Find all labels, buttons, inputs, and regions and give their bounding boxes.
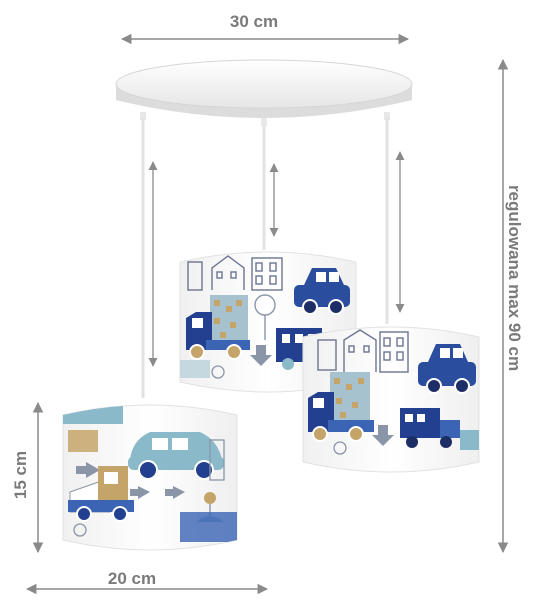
top-width-dimension: 30 cm bbox=[120, 12, 410, 45]
cable-length-arrows bbox=[148, 151, 405, 367]
bus-icon-2 bbox=[400, 408, 479, 450]
shade-height-label: 15 cm bbox=[11, 451, 30, 499]
blue-car-icon-2 bbox=[418, 344, 476, 394]
lamp-shade-right bbox=[302, 326, 480, 473]
lamp-shade-left bbox=[62, 404, 238, 551]
arrow-down-icon-2 bbox=[372, 425, 394, 446]
arrow-left-icon-3 bbox=[165, 486, 185, 499]
adjustable-height-label: regulowana max 90 cm bbox=[505, 185, 524, 371]
sign-icon bbox=[254, 294, 276, 340]
teal-beetle-car-icon bbox=[128, 432, 224, 480]
arrow-left-icon-2 bbox=[130, 486, 150, 499]
ceiling-canopy bbox=[115, 59, 413, 126]
top-width-label: 30 cm bbox=[230, 12, 278, 31]
shade-height-dimension: 15 cm bbox=[11, 401, 44, 554]
shade-width-label: 20 cm bbox=[108, 569, 156, 588]
suspension-cables bbox=[141, 118, 389, 398]
tow-truck-icon bbox=[68, 466, 134, 522]
truck-icon-2 bbox=[308, 372, 374, 442]
shade-width-dimension: 20 cm bbox=[25, 569, 269, 595]
adjustable-height-dimension: regulowana max 90 cm bbox=[497, 58, 524, 554]
blue-car-icon bbox=[294, 268, 350, 315]
house-drawing bbox=[187, 255, 283, 291]
arrow-left-icon bbox=[76, 462, 100, 478]
truck-icon bbox=[186, 295, 250, 360]
arrow-down-icon bbox=[250, 345, 272, 366]
